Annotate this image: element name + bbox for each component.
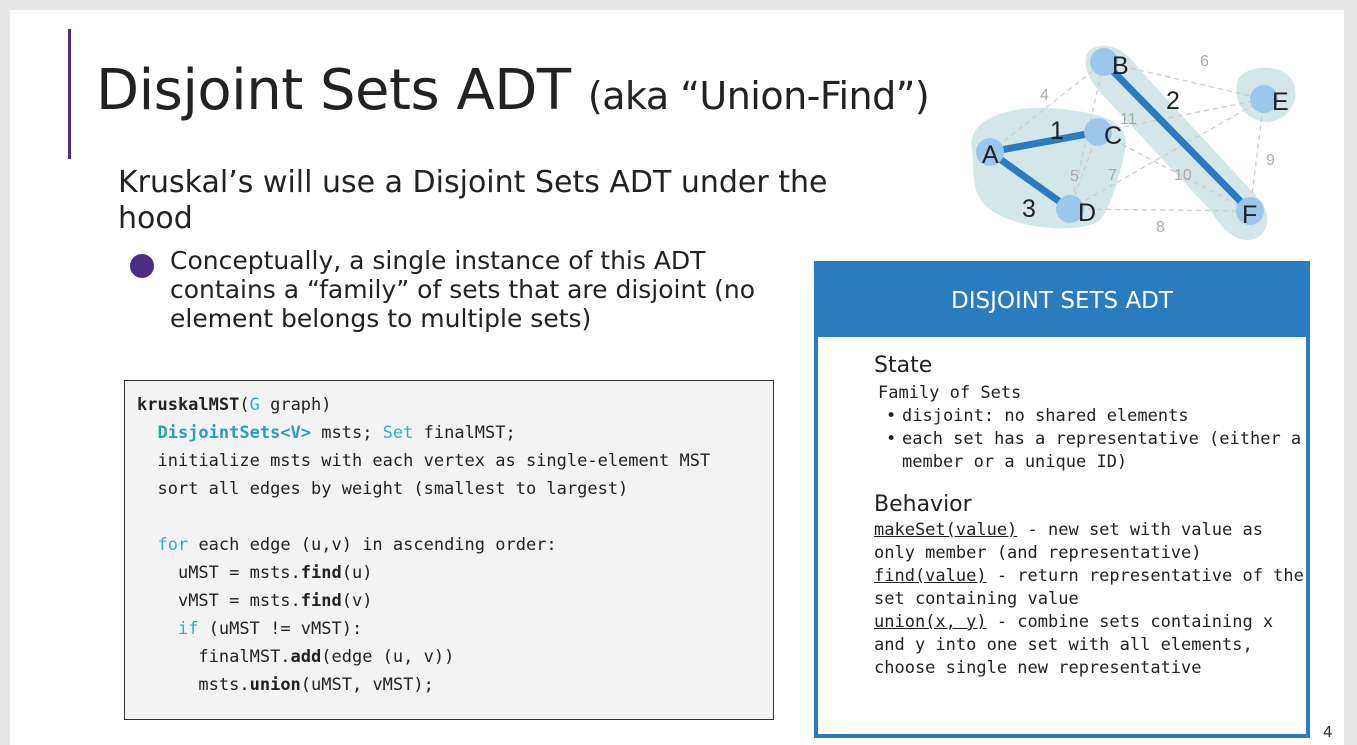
mst-weight-2: 2 [1166, 87, 1180, 115]
code-token: (u) [341, 563, 373, 583]
code-token: (uMST, vMST); [300, 675, 434, 695]
code-line-init: initialize msts with each vertex as sing… [137, 451, 711, 471]
title-main: Disjoint Sets ADT [96, 58, 571, 123]
find-signature: find(value) [874, 566, 987, 586]
vertex-label-e: E [1272, 88, 1289, 116]
vertex-c [1084, 118, 1112, 146]
lead-text: Kruskal’s will use a Disjoint Sets ADT u… [118, 165, 828, 236]
union-desc: - combine sets containing x and y into o… [874, 612, 1274, 678]
code-token: msts; [311, 423, 383, 443]
vertex-label-b: B [1112, 52, 1129, 80]
bullet-icon [130, 254, 154, 278]
vertex-e [1250, 85, 1278, 113]
makeset-signature: makeSet(value) [874, 520, 1018, 540]
code-fn-name: kruskalMST [137, 395, 240, 415]
code-type-g: G [249, 395, 260, 415]
vertex-label-d: D [1078, 199, 1096, 227]
weight-8: 8 [1156, 219, 1165, 236]
code-fn-union: union [249, 675, 301, 695]
behavior-title: Behavior [874, 492, 972, 517]
weight-6: 6 [1200, 53, 1209, 70]
code-token: vMST = msts. [137, 591, 301, 611]
code-kw-if: if [177, 619, 199, 639]
code-token: finalMST; [413, 423, 516, 443]
vertex-f [1236, 197, 1264, 225]
state-list: Family of Sets disjoint: no shared eleme… [876, 382, 1304, 474]
code-kw-for: for [157, 535, 189, 555]
state-item: each set has a representative (either a … [876, 428, 1304, 474]
accent-bar [68, 29, 71, 159]
page-number: 4 [1323, 723, 1333, 741]
weight-9: 9 [1266, 152, 1275, 169]
code-token: finalMST. [137, 647, 291, 667]
code-token: (v) [341, 591, 373, 611]
pseudocode-block: kruskalMST(G graph) DisjointSets<V> msts… [124, 380, 774, 720]
vertex-label-a: A [982, 141, 999, 169]
code-fn-add: add [290, 647, 322, 667]
state-item: disjoint: no shared elements [876, 405, 1304, 428]
code-type-disjointsets: DisjointSets<V> [157, 423, 312, 443]
weight-4: 4 [1040, 87, 1049, 104]
page-title: Disjoint Sets ADT (aka “Union-Find”) [96, 58, 930, 123]
mst-weight-1: 1 [1050, 117, 1064, 145]
weight-10: 10 [1174, 167, 1192, 184]
graph-diagram: A B C D E F 1 2 3 4 5 6 7 8 9 10 11 [971, 45, 1296, 241]
code-token: graph) [259, 395, 332, 415]
code-token: uMST = msts. [137, 563, 301, 583]
code-line-sort: sort all edges by weight (smallest to la… [137, 479, 629, 499]
code-token: ( [239, 395, 250, 415]
mst-weight-3: 3 [1022, 195, 1036, 223]
state-family: Family of Sets [878, 383, 1022, 403]
state-title: State [874, 353, 933, 378]
union-signature: union(x, y) [874, 612, 987, 632]
vertex-b [1090, 48, 1118, 76]
weight-7: 7 [1108, 167, 1117, 184]
code-token: (edge (u, v)) [321, 647, 455, 667]
behavior-list: makeSet(value) - new set with value as o… [874, 519, 1304, 680]
weight-11: 11 [1120, 111, 1137, 128]
slide: Disjoint Sets ADT (aka “Union-Find”) Kru… [10, 10, 1344, 745]
code-token: each edge (u,v) in ascending order: [188, 535, 557, 555]
code-fn-find: find [300, 591, 342, 611]
vertex-label-c: C [1104, 122, 1122, 150]
adt-body: State Family of Sets disjoint: no shared… [874, 353, 1304, 680]
code-token: msts. [137, 675, 250, 695]
vertex-d [1056, 195, 1084, 223]
bullet-text: Conceptually, a single instance of this … [170, 246, 755, 333]
vertices [976, 48, 1278, 225]
title-sub: (aka “Union-Find”) [587, 74, 930, 118]
weight-5: 5 [1070, 168, 1079, 185]
code-type-set: Set [382, 423, 414, 443]
find-desc: - return representative of the set conta… [874, 566, 1304, 609]
code-fn-find: find [300, 563, 342, 583]
adt-header: DISJOINT SETS ADT [818, 265, 1306, 337]
adt-box: DISJOINT SETS ADT State Family of Sets d… [814, 261, 1310, 738]
code-token: (uMST != vMST): [198, 619, 363, 639]
makeset-desc: - new set with value as only member (and… [874, 520, 1263, 563]
code-token [137, 423, 157, 443]
mst-edges [986, 58, 1254, 215]
vertex-a [976, 138, 1004, 166]
vertex-label-f: F [1242, 201, 1257, 229]
